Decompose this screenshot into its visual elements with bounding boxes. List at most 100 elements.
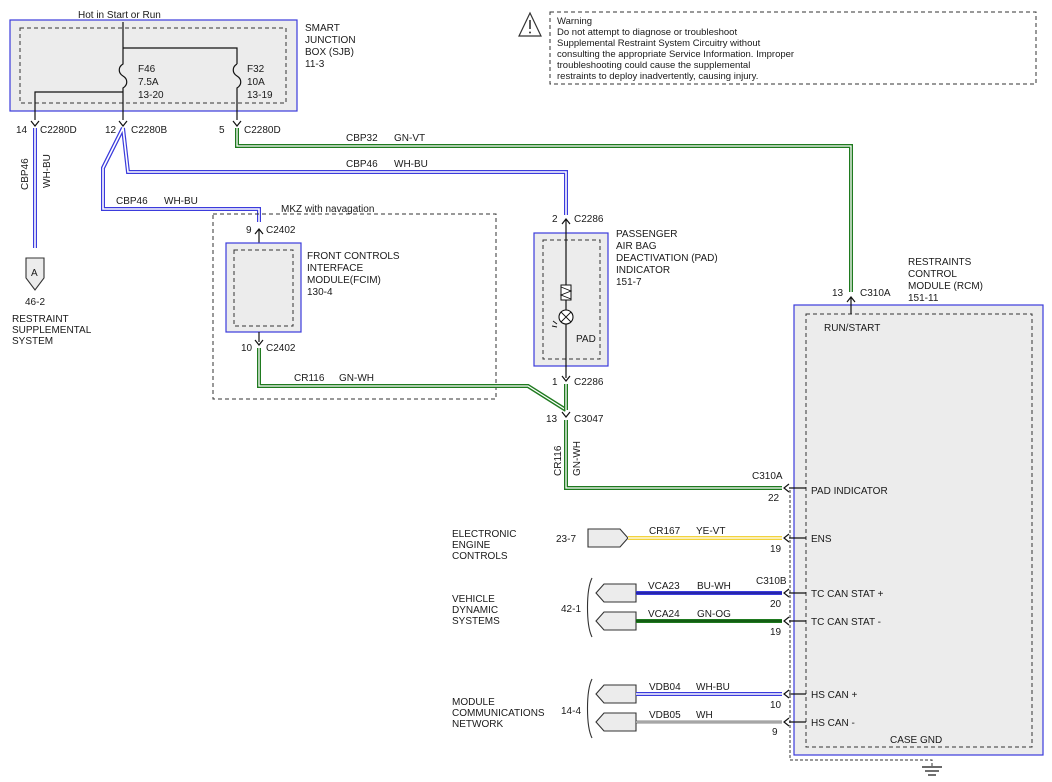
connector-arrow-icon (783, 533, 790, 543)
rcm-pin-tc-can-minus-num: 19 (770, 627, 782, 638)
c310a-side-name: C310A (752, 471, 783, 482)
wire-vca23-color: BU-WH (697, 581, 731, 592)
fuse-f46-ref: 13-20 (138, 90, 164, 101)
module-reference-flag-icon (587, 528, 629, 548)
rcm-pin-hs-can-plus: HS CAN + (811, 690, 858, 701)
pad-line1: PASSENGER (616, 229, 678, 240)
mcn-page: 14-4 (561, 706, 581, 717)
wire-vdb05-color: WH (696, 710, 713, 721)
mcn-line3: NETWORK (452, 719, 503, 730)
warning-box (549, 11, 1037, 85)
rcm-pin-pad-indicator: PAD INDICATOR (811, 486, 888, 497)
module-reference-flag-icon (595, 611, 637, 631)
c2286-top-pin: 2 (552, 214, 558, 225)
pad-line3: DEACTIVATION (PAD) (616, 253, 718, 264)
restraint-ref-line1: RESTRAINT (12, 314, 69, 325)
c310a-top-name: C310A (860, 288, 891, 299)
wire-vdb05-circuit: VDB05 (649, 710, 681, 721)
c2286-top-name: C2286 (574, 214, 604, 225)
pad-line4: INDICATOR (616, 265, 670, 276)
c310a-top-pin: 13 (832, 288, 844, 299)
wire-cbp46-pad-color: WH-BU (394, 159, 428, 170)
connector-arrow-icon (232, 120, 242, 127)
wire-cbp32 (235, 128, 853, 292)
connector-arrow-icon (783, 588, 790, 598)
c3047-pin: 13 (546, 414, 558, 425)
pad-indicator-module: PAD (533, 220, 609, 378)
fuse-icon (118, 48, 128, 120)
c2402-bot-pin: 10 (241, 343, 253, 354)
wire-cbp46-fcim-circuit: CBP46 (116, 196, 148, 207)
c2280d-b-pin: 5 (219, 125, 225, 136)
fuse-f46-id: F46 (138, 64, 156, 75)
connector-arrow-icon (783, 616, 790, 626)
top-power-label: Hot in Start or Run (78, 10, 161, 21)
rcm-pin-tc-can-minus: TC CAN STAT - (811, 617, 881, 628)
wire-cbp32-circuit: CBP32 (346, 133, 378, 144)
wire-vca24-color: GN-OG (697, 609, 731, 620)
warning-line-1: Warning (557, 16, 592, 27)
vds-bracket (586, 577, 593, 638)
c2286-bot-name: C2286 (574, 377, 604, 388)
wire-cr167-circuit: CR167 (649, 526, 681, 537)
fcim-line4: 130-4 (307, 287, 333, 298)
mcn-bracket (586, 678, 593, 739)
wire-cr116-v-circuit: CR116 (553, 445, 564, 476)
vds-line1: VEHICLE (452, 594, 495, 605)
wire-cr116-v-color: GN-WH (572, 441, 583, 476)
c2402-bot-name: C2402 (266, 343, 296, 354)
lamp-icon (551, 309, 574, 328)
wire-cbp46-pad (101, 127, 568, 215)
eec-page: 23-7 (556, 534, 576, 545)
c2280b-name: C2280B (131, 125, 167, 136)
wire-vca24-circuit: VCA24 (648, 609, 680, 620)
fuse-icon (232, 63, 242, 120)
mcn-line1: MODULE (452, 697, 495, 708)
sjb-name-line2: JUNCTION (305, 35, 356, 46)
wire-cbp46-vert-color: WH-BU (42, 154, 53, 188)
ground-icon (922, 766, 942, 776)
mcn-line2: COMMUNICATIONS (452, 708, 545, 719)
fcim-line1: FRONT CONTROLS (307, 251, 400, 262)
mkz-label: MKZ with navagation (281, 204, 374, 215)
connector-arrow-icon (783, 717, 790, 727)
pad-line2: AIR BAG (616, 241, 657, 252)
warning-line-5: troubleshooting could cause the suppleme… (557, 60, 750, 71)
restraint-ref-page: 46-2 (25, 297, 45, 308)
fuse-f32-ref: 13-19 (247, 90, 273, 101)
pad-line5: 151-7 (616, 277, 642, 288)
wire-vca23-circuit: VCA23 (648, 581, 680, 592)
rcm-pin-tc-can-plus-num: 20 (770, 599, 782, 610)
rcm-line4: 151-11 (908, 293, 939, 304)
rcm-pin-ens: ENS (811, 534, 832, 545)
rcm-line3: MODULE (RCM) (908, 281, 983, 292)
connector-arrow-icon (783, 483, 790, 493)
wire-cr116-fcim (257, 348, 568, 412)
c3047-name: C3047 (574, 414, 604, 425)
rcm-pin-hs-can-minus: HS CAN - (811, 718, 855, 729)
wire-vdb04-circuit: VDB04 (649, 682, 681, 693)
connector-arrow-icon (561, 411, 571, 418)
eec-line3: CONTROLS (452, 551, 508, 562)
c2286-bot-pin: 1 (552, 377, 558, 388)
fcim-line3: MODULE(FCIM) (307, 275, 381, 286)
smart-junction-box: F46 7.5A 13-20 F32 10A 13-19 (9, 19, 298, 120)
wire-cr167-color: YE-VT (696, 526, 725, 537)
rcm-pin-ens-num: 19 (770, 544, 782, 555)
rcm-case-gnd: CASE GND (890, 735, 942, 746)
warning-line-3: Supplemental Restraint System Circuitry … (557, 38, 761, 49)
wire-cbp46-pad-circuit: CBP46 (346, 159, 378, 170)
fuse-f32-id: F32 (247, 64, 265, 75)
vds-line2: DYNAMIC (452, 605, 498, 616)
warning-line-2: Do not attempt to diagnose or troublesho… (557, 27, 737, 38)
eec-line2: ENGINE (452, 540, 491, 551)
c2280d-a-pin: 14 (16, 125, 28, 136)
module-reference-flag-icon (595, 583, 637, 603)
wire-cbp46-vert-circuit: CBP46 (20, 158, 31, 190)
wire-cr116-h-circuit: CR116 (294, 373, 325, 384)
connector-arrow-icon (30, 120, 40, 127)
sjb-name-line1: SMART (305, 23, 340, 34)
fuse-f46-rating: 7.5A (138, 77, 159, 88)
